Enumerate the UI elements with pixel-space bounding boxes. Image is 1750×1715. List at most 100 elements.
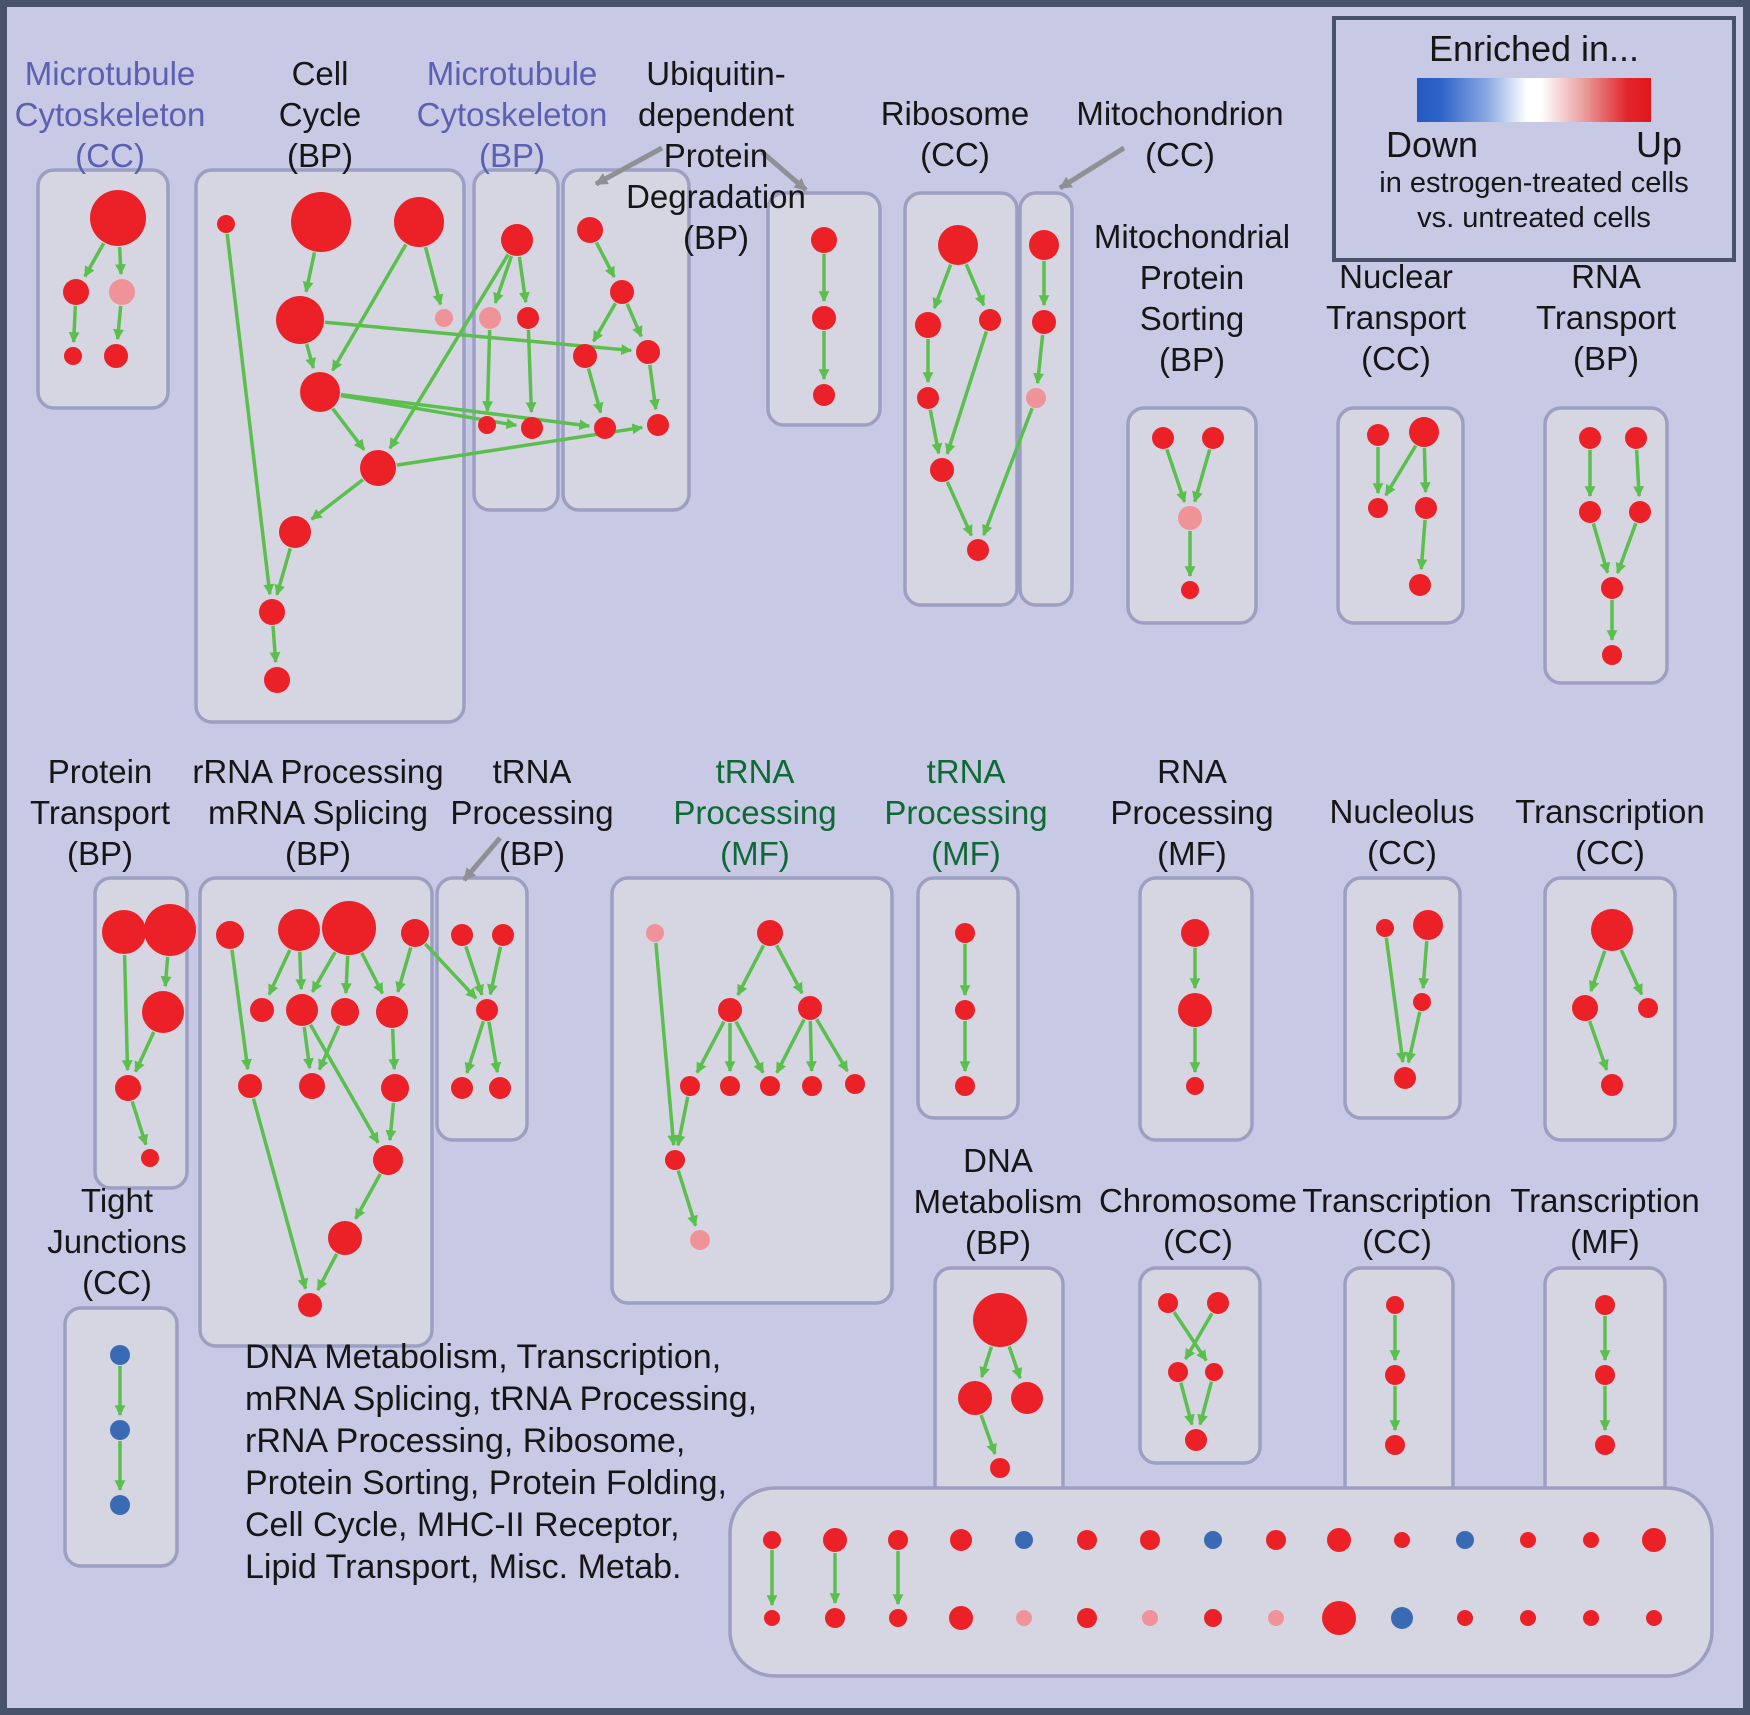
node-k3	[142, 991, 184, 1033]
edge-j3-j5	[1591, 523, 1611, 574]
node-f5	[930, 458, 954, 482]
node-r3	[1186, 1077, 1204, 1095]
node-z12t	[1456, 1531, 1474, 1549]
node-z7b	[1142, 1610, 1158, 1626]
node-q3	[955, 1076, 975, 1096]
node-b1	[217, 215, 235, 233]
node-x1	[1595, 1295, 1615, 1315]
edge-p2-p4	[775, 944, 804, 994]
node-z15t	[1642, 1528, 1666, 1552]
node-z5t	[1015, 1531, 1033, 1549]
group-box-chromosome	[1138, 1266, 1262, 1465]
label-ribosome: Ribosome(CC)	[881, 95, 1030, 173]
legend-title: Enriched in...	[1428, 28, 1640, 69]
legend-down-label: Down	[1386, 124, 1479, 165]
node-i5	[1409, 574, 1431, 596]
edge-u2-u4	[979, 1414, 997, 1455]
node-y1	[110, 1345, 130, 1365]
node-i1	[1367, 424, 1389, 446]
node-u1	[973, 1293, 1027, 1347]
group-box-rrna-mrna	[198, 876, 434, 1348]
node-a1	[90, 190, 146, 246]
node-b7	[360, 450, 396, 486]
edge-d3-d5	[586, 368, 604, 414]
edge-b1-b9	[225, 233, 275, 596]
node-j2	[1625, 427, 1647, 449]
label-transcription-mf: Transcription(MF)	[1510, 1182, 1700, 1260]
node-m7	[331, 998, 359, 1026]
node-c4	[478, 416, 496, 434]
edge-k1-k4	[121, 954, 133, 1072]
node-p1	[646, 924, 664, 942]
node-z13b	[1520, 1610, 1536, 1626]
node-a5	[104, 344, 128, 368]
edge-m9-m14	[251, 1098, 309, 1290]
edge-d4-d6	[648, 364, 660, 411]
node-m6	[286, 994, 318, 1026]
edge-i4-i5	[1416, 519, 1428, 571]
legend-subtitle-2: vs. untreated cells	[1417, 202, 1651, 234]
node-f6	[967, 539, 989, 561]
node-v2	[1207, 1292, 1229, 1314]
edge-p10-p11	[676, 1169, 698, 1227]
edge-c2-c4	[482, 329, 494, 413]
node-m1	[216, 921, 244, 949]
node-t1	[1591, 909, 1633, 951]
edge-c1-c3	[517, 256, 530, 304]
edge-d2-d3	[591, 302, 618, 343]
node-i3	[1368, 498, 1388, 518]
node-w2	[1385, 1365, 1405, 1385]
node-m12	[373, 1145, 403, 1175]
node-p2	[757, 920, 783, 946]
node-b4	[276, 296, 324, 344]
edge-f5-f6	[945, 481, 974, 537]
node-p11	[690, 1230, 710, 1250]
node-m8	[376, 996, 408, 1028]
edge-m2-m6	[295, 951, 307, 991]
group-box-misc	[728, 1486, 1714, 1678]
node-d6	[647, 414, 669, 436]
node-w1	[1386, 1296, 1404, 1314]
edge-p4-p7	[775, 1018, 806, 1074]
label-transcription-cc-1: Transcription(CC)	[1515, 793, 1705, 871]
label-mitochondrion: Mitochondrion(CC)	[1076, 95, 1283, 173]
node-z7t	[1140, 1530, 1160, 1550]
node-c2	[479, 307, 501, 329]
edge-m4-o3	[423, 942, 478, 1000]
edge-d2-d4	[625, 303, 643, 338]
node-g2	[1032, 310, 1056, 334]
edge-m6-m12	[308, 1023, 380, 1144]
group-box-trna-mf-1	[610, 876, 894, 1305]
node-v1	[1158, 1293, 1178, 1313]
node-y2	[110, 1420, 130, 1440]
edge-m12-m13	[354, 1173, 382, 1220]
node-m14	[298, 1293, 322, 1317]
node-v5	[1185, 1429, 1207, 1451]
edge-o2-o3	[487, 946, 503, 996]
node-p7	[760, 1076, 780, 1096]
edge-m11-m12	[385, 1102, 397, 1142]
callout-arrow-4	[462, 836, 502, 882]
callout-arrow-2	[760, 150, 808, 192]
edge-p3-p7	[734, 1020, 765, 1074]
node-y3	[110, 1495, 130, 1515]
node-h1	[1152, 427, 1174, 449]
callout-arrow-3	[1058, 145, 1126, 191]
edge-s4-s3	[1405, 1011, 1422, 1064]
node-p10	[665, 1150, 685, 1170]
node-q1	[955, 923, 975, 943]
node-o1	[451, 924, 473, 946]
edge-t1-t3	[1619, 949, 1644, 996]
edge-m1-m9	[230, 949, 252, 1071]
node-d4	[636, 340, 660, 364]
node-z6t	[1077, 1530, 1097, 1550]
node-f4	[917, 387, 939, 409]
group-box-mitochondrion	[1018, 191, 1074, 607]
edge-p2-p3	[736, 944, 766, 996]
node-u2	[958, 1381, 992, 1415]
edge-m8-m11	[388, 1028, 400, 1071]
edge-f1-f2	[932, 264, 953, 310]
